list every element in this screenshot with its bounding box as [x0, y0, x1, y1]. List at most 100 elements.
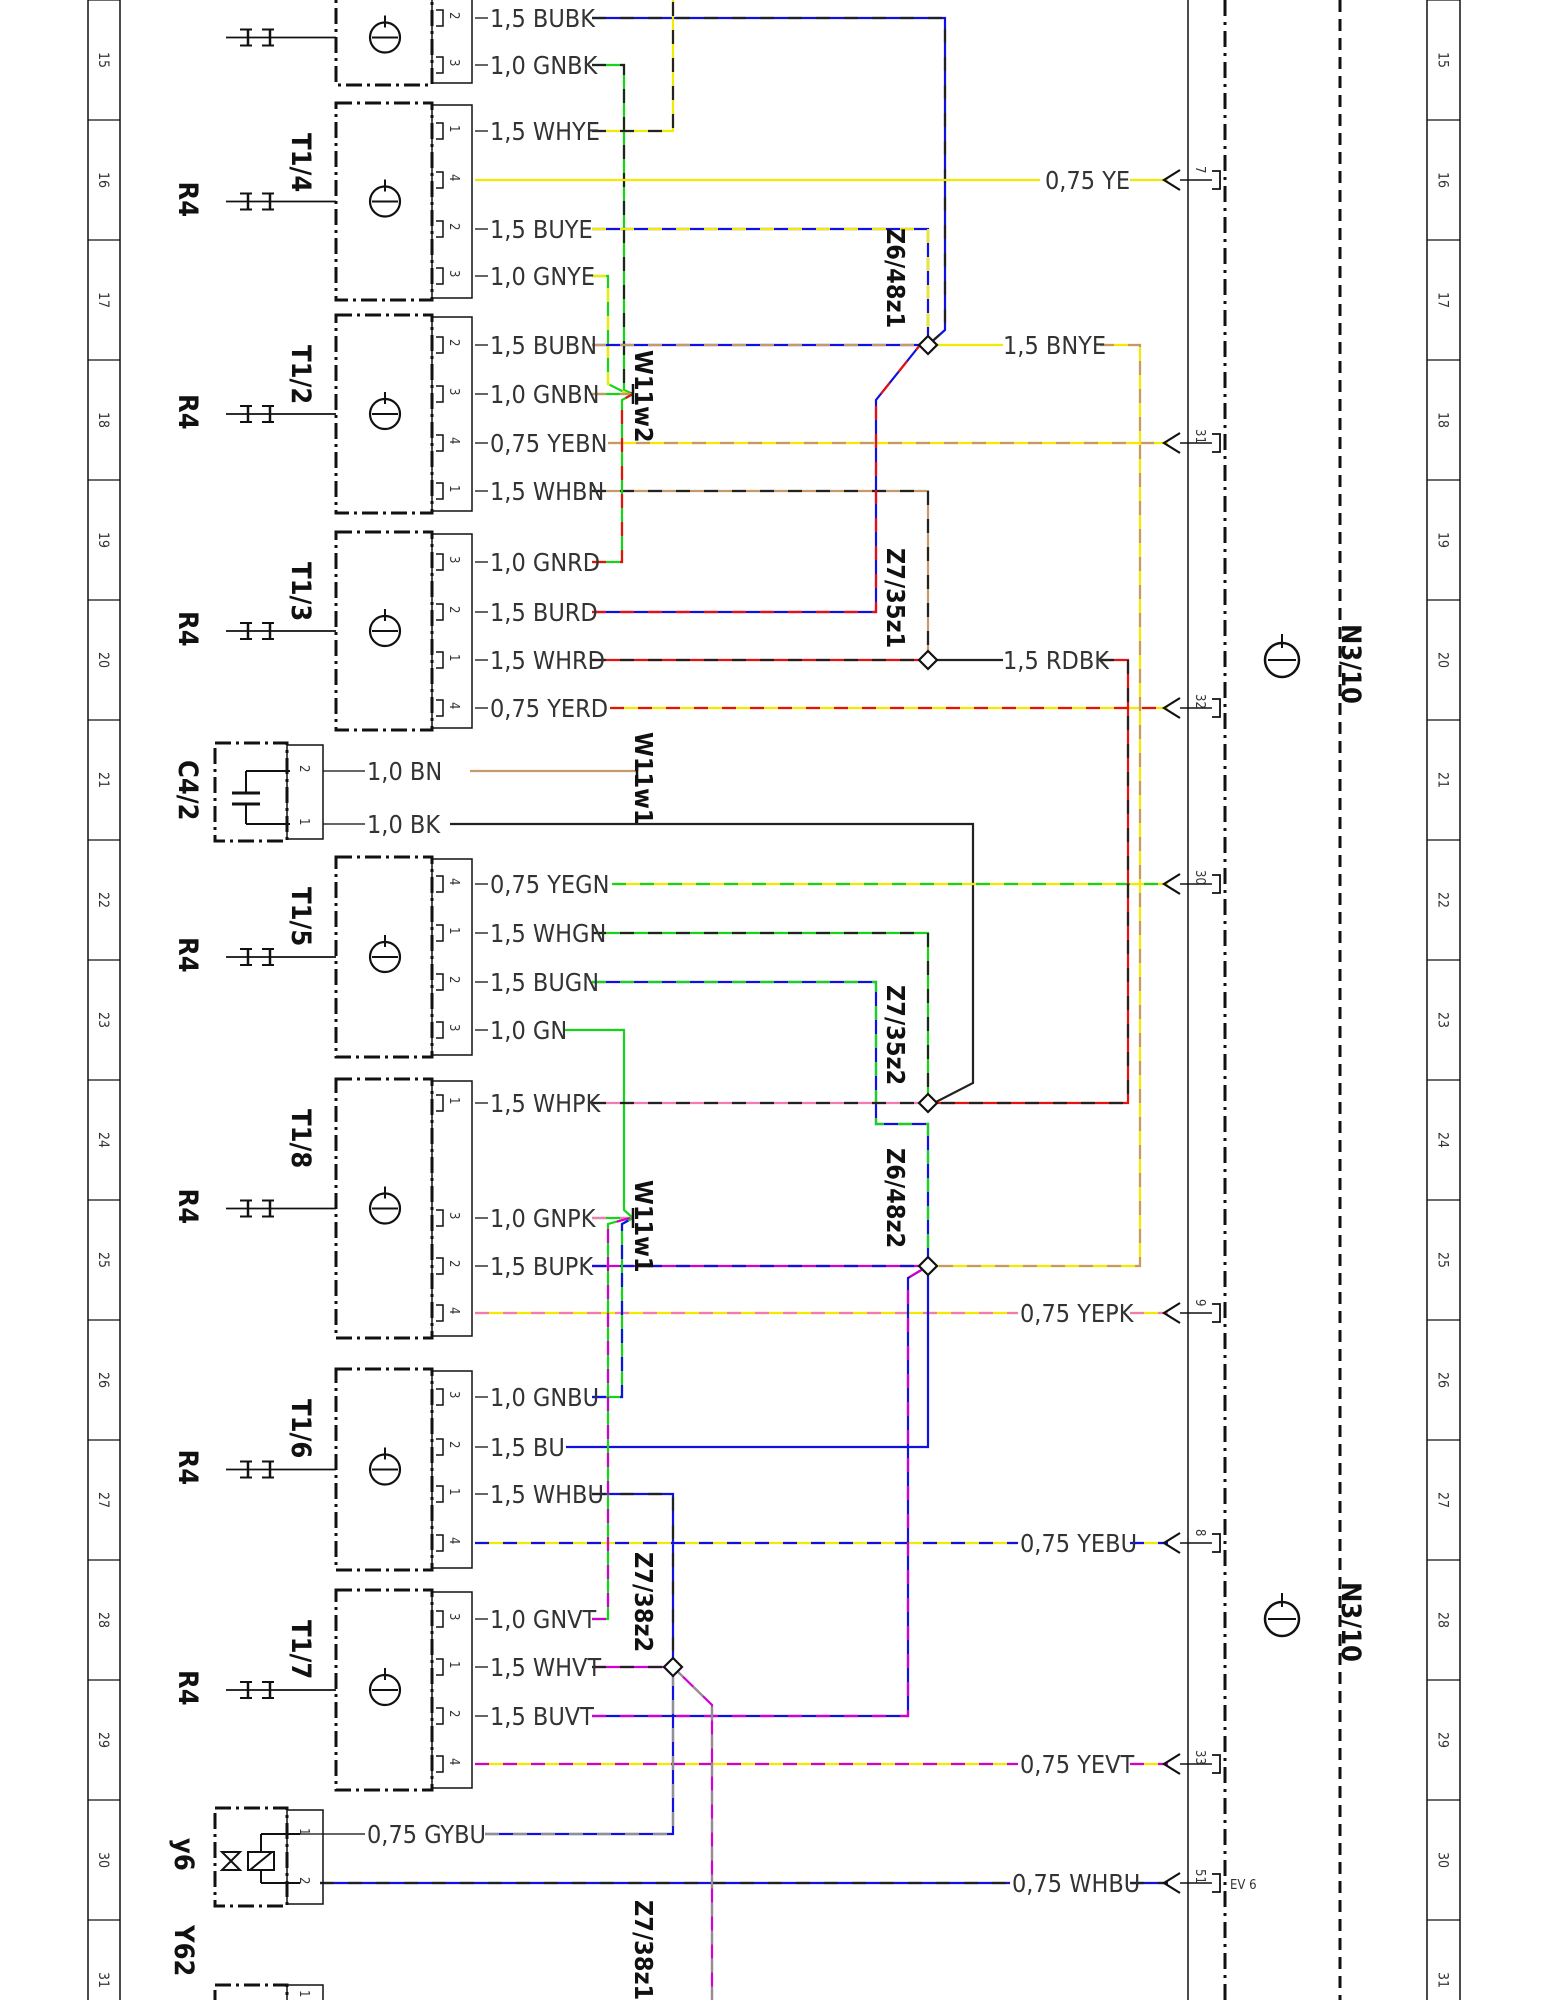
pin-number: 2 [446, 12, 461, 19]
splice-label: Z6/48z2 [881, 1148, 910, 1248]
component-label: T1/7 [285, 1620, 316, 1679]
ruler-number: 25 [1435, 1252, 1451, 1268]
wire-label: 1,0 GNBU [490, 1383, 599, 1412]
wire-whgn [592, 931, 930, 1103]
pin-strip [431, 858, 473, 1056]
splice-label: Z7/38z2 [629, 1552, 658, 1652]
valve-icon [219, 1851, 243, 1871]
splice-icon [917, 1255, 939, 1277]
wire-label: 1,5 WHBU [490, 1480, 604, 1509]
connector-n3-10: 9 [1161, 1299, 1221, 1324]
wire-label: 1,5 BUPK [490, 1252, 594, 1281]
pin-number: 1 [446, 654, 461, 661]
pin-number: 4 [446, 878, 461, 885]
pin-number: 2 [296, 1877, 311, 1884]
splice-icon [917, 649, 939, 671]
connector-arrow-icon [1161, 1753, 1181, 1775]
ruler-number: 15 [95, 52, 111, 68]
right-wire-label: 0,75 YEBU [1020, 1529, 1137, 1558]
wire-label: 1,0 GNBK [490, 51, 599, 80]
pin-number: 2 [296, 765, 311, 772]
wire-label: 1,0 GNYE [490, 262, 595, 291]
pin-number: 1 [446, 485, 461, 492]
pin-number: 1 [296, 1990, 311, 1997]
pin-number: 4 [446, 1537, 461, 1544]
pin-number: 1 [446, 125, 461, 132]
wire-label: 1,0 GN [490, 1016, 567, 1045]
ruler-number: 23 [1435, 1012, 1451, 1028]
ruler-number: 29 [1435, 1732, 1451, 1748]
wire-label: 1,5 WHPK [490, 1089, 602, 1118]
r4-label: R4 [172, 1670, 203, 1706]
pin-number: 3 [446, 1024, 461, 1031]
ruler-number: 27 [95, 1492, 111, 1508]
pin-number: 2 [446, 223, 461, 230]
connector-arrow-icon [1161, 1872, 1181, 1894]
right-wire-label: 0,75 YEPK [1020, 1299, 1135, 1328]
splice-label: Z7/35z1 [881, 548, 910, 648]
ruler-number: 17 [1435, 292, 1451, 308]
pin-number: 2 [446, 606, 461, 613]
ruler-number: 18 [95, 412, 111, 428]
n3-10-label: N3/10 [1335, 624, 1366, 704]
splice-icon [917, 334, 939, 356]
ruler-number: 16 [1435, 172, 1451, 188]
r4-label: R4 [172, 182, 203, 218]
pin-number: 4 [446, 702, 461, 709]
wire-label: 1,0 GNBN [490, 380, 599, 409]
branch-w11w2: W11w2 [629, 350, 658, 443]
wire-bu [566, 1266, 930, 1449]
pin-number: 3 [446, 388, 461, 395]
splice-label: Z7/35z2 [881, 985, 910, 1085]
wire-gnvt [592, 1216, 631, 1621]
wire-label: 0,75 GYBU [367, 1820, 486, 1849]
branch-label: W11w1 [629, 1180, 658, 1273]
pin-number: 3 [446, 270, 461, 277]
connector-extra-label: EV 6 [1230, 1878, 1257, 1893]
wire-label: 1,5 BUBK [490, 4, 596, 33]
sensor-t1_4_top: 23 [226, 0, 473, 87]
ruler-number: 22 [95, 892, 111, 908]
component-label: T1/6 [285, 1399, 316, 1458]
r4-label: R4 [172, 1450, 203, 1486]
component-label: T1/3 [285, 562, 316, 621]
pin-strip [431, 533, 473, 729]
wire-burd [592, 344, 921, 614]
connector-n3-10: 31 [1161, 429, 1221, 454]
sensor-box [334, 0, 434, 87]
r4-label: R4 [172, 1189, 203, 1225]
splice-z6_48z2: Z6/48z2 [881, 1148, 939, 1277]
pin-strip [286, 1984, 324, 2000]
pin-strip [431, 1370, 473, 1569]
wire-bubk [592, 16, 947, 346]
branch-w11w1_b: W11w1 [629, 1180, 658, 1273]
wire-label: 1,5 WHGN [490, 919, 606, 948]
pin-number: 2 [446, 339, 461, 346]
wire-buvt [592, 1265, 929, 1718]
ruler-number: 28 [1435, 1612, 1451, 1628]
pin-strip [431, 104, 473, 299]
ruler-number: 28 [95, 1612, 111, 1628]
ruler-number: 21 [95, 772, 111, 788]
pin-strip [286, 744, 324, 840]
pin-number: 3 [446, 59, 461, 66]
splice-z7_38z2: Z7/38z2 [629, 1552, 684, 1678]
wire-label: 1,0 GNPK [490, 1204, 597, 1233]
ruler-number: 27 [1435, 1492, 1451, 1508]
ruler-number: 26 [1435, 1372, 1451, 1388]
wire-gnbk [592, 63, 634, 396]
pin-number: 1 [446, 1661, 461, 1668]
wire-label: 1,0 GNRD [490, 548, 600, 577]
ruler-number: 20 [1435, 652, 1451, 668]
component-label: T1/2 [285, 345, 316, 404]
wire-label: 1,5 WHBN [490, 477, 604, 506]
ruler-number: 30 [95, 1852, 111, 1868]
wire-label: 1,5 WHRD [490, 646, 605, 675]
splice-label: Z6/48z1 [881, 228, 910, 328]
